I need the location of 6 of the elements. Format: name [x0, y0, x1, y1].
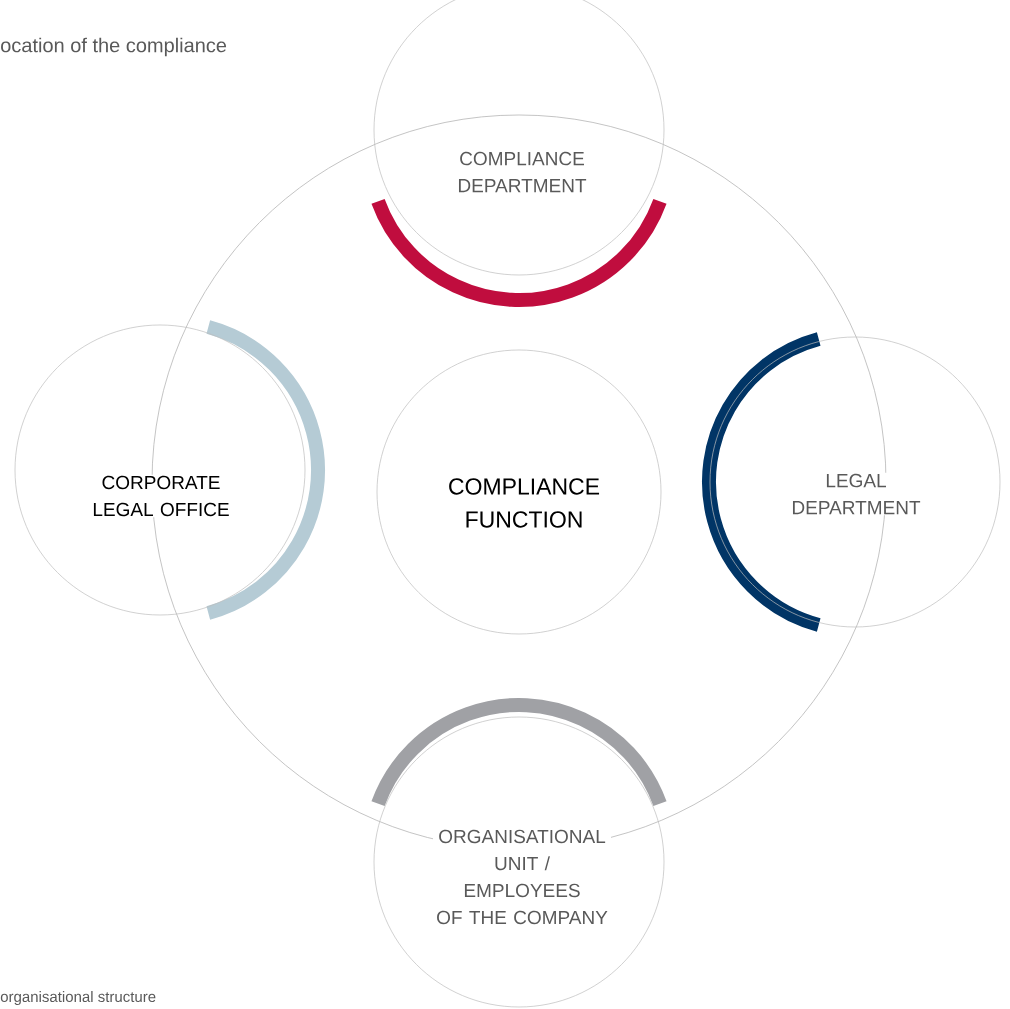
circle-node: CORPORATE LEGAL OFFICE — [14, 324, 306, 616]
circle-node: ORGANISATIONAL UNIT / EMPLOYEES OF THE COMPANY — [373, 716, 665, 1008]
circle-node: COMPLIANCE FUNCTION — [376, 349, 662, 635]
caption-text: organisational structure — [0, 991, 156, 1005]
circle-node: LEGAL DEPARTMENT — [709, 336, 1001, 628]
caption-text: ocation of the compliance — [1, 37, 227, 57]
